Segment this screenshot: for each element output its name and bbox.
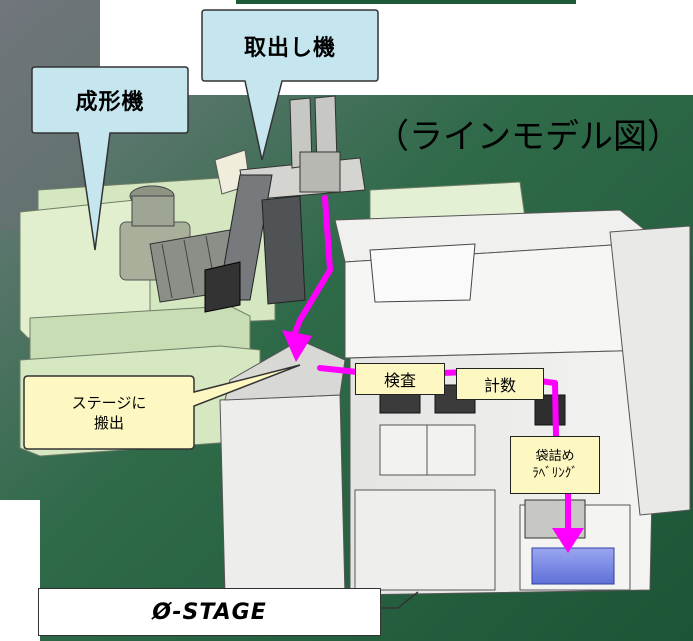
- callout-stage-out: ステージに 搬出: [24, 376, 194, 449]
- callout-shapes: [23, 9, 379, 450]
- callout-stage-out-line1: ステージに: [71, 393, 147, 412]
- step-inspection: 検査: [355, 363, 445, 395]
- step-bagging-line2: ﾗﾍﾞﾘﾝｸﾞ: [532, 466, 578, 481]
- flow-arrow-takeout: [289, 195, 333, 343]
- callout-takeout-machine: 取出し機: [243, 35, 336, 61]
- takeout-robot: [204, 95, 366, 313]
- arrowhead-bagging: [552, 528, 584, 553]
- diagram-title: （ラインモデル図）: [375, 116, 681, 157]
- callout-molding-machine: 成形機: [75, 90, 145, 115]
- arrowhead-takeout: [282, 330, 312, 362]
- step-bagging-labeling: 袋詰め ﾗﾍﾞﾘﾝｸﾞ: [510, 436, 600, 494]
- step-counting: 計数: [456, 368, 544, 400]
- callout-stage-out-line2: 搬出: [93, 413, 124, 432]
- step-bagging-line1: 袋詰め: [535, 449, 575, 464]
- stage-name-box: Ø-STAGE: [38, 588, 381, 636]
- stage-leader-line: [382, 591, 419, 609]
